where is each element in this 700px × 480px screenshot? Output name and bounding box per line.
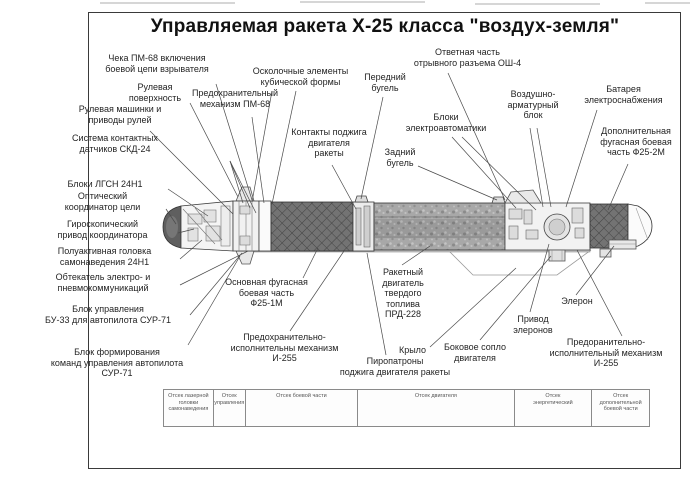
leader-line	[189, 102, 239, 198]
leader-line	[479, 255, 552, 341]
leader-line	[251, 90, 273, 203]
leader-line	[165, 208, 177, 225]
leader-line	[331, 164, 357, 210]
front-lug	[354, 195, 369, 203]
leader-line	[536, 127, 552, 208]
leader-line	[429, 267, 517, 348]
leader-line	[607, 163, 629, 211]
wing-outline	[447, 249, 592, 276]
elevon	[608, 239, 637, 250]
callout-blok-upravleniya-bu33: Блок управления БУ-33 для автопилота СУР…	[45, 304, 171, 325]
callout-peredniy-bugel: Передний бугель	[364, 72, 406, 93]
leader-line	[366, 252, 387, 356]
callout-pim-i255-left: Предохранительно- исполнительны механизм…	[230, 332, 339, 364]
figure-border	[88, 12, 681, 469]
leader-line	[461, 136, 537, 211]
callout-eleron: Элерон	[561, 296, 593, 306]
leader-line	[271, 90, 297, 205]
callout-krylo: Крыло	[398, 345, 427, 355]
diagram-title: Управляемая ракета Х-25 класса "воздух-з…	[150, 16, 620, 37]
callout-pim-i255-right: Предоранительно- исполнительный механизм…	[549, 337, 663, 369]
callout-osnovnaya-bch-f25-1m: Основная фугасная боевая часть Ф25-1М	[225, 277, 308, 309]
callout-prd-228: Ракетный двигатель твердого топлива ПРД-…	[382, 267, 424, 320]
compartment-cell-1: Отсек лазерной головки самонаведения	[164, 390, 214, 426]
leader-line	[289, 250, 345, 332]
leader-line	[189, 252, 243, 316]
callout-piropatrony: Пиропатроны поджига двигателя ракеты	[339, 356, 451, 377]
callout-oskolochnye-elementy: Осколочные элементы кубической формы	[252, 66, 349, 87]
leader-line	[576, 249, 623, 337]
leader-line	[179, 239, 203, 260]
leader-line	[529, 243, 550, 313]
leader-line	[529, 127, 544, 208]
leader-line	[179, 250, 249, 286]
leader-lines	[149, 72, 629, 356]
callout-rulevaya-poverkhnost: Рулевая поверхность	[128, 82, 182, 103]
callout-golovka-samonavedeniya-24n1: Полуактивная головка самонаведения 24Н1	[57, 246, 152, 267]
leader-line	[251, 116, 265, 204]
leader-line	[360, 96, 384, 200]
missile-drawing	[162, 186, 653, 276]
compartment-cell-3: Отсек боевой части	[246, 390, 359, 426]
callout-bloki-lgsn-24n1: Блоки ЛГСН 24Н1	[67, 179, 143, 189]
callout-privod-eleronov: Привод элеронов	[513, 314, 553, 335]
callout-batareya-elektrosnabzheniya: Батарея электроснабжения	[584, 84, 663, 105]
leader-line	[229, 160, 251, 209]
compartment-cell-2: Отсек управления	[214, 390, 246, 426]
leader-line	[565, 109, 598, 208]
callout-zadniy-bugel: Задний бугель	[384, 147, 416, 168]
callout-rulevye-mashinki: Рулевая машинки и приводы рулей	[78, 104, 162, 125]
leader-line	[447, 72, 506, 201]
leader-line	[451, 136, 517, 209]
leader-line	[187, 255, 241, 346]
leader-line	[229, 160, 257, 214]
rear-lug	[491, 196, 506, 204]
callout-kontakty-podzhiga: Контакты поджига двигателя ракеты	[291, 127, 367, 159]
leader-line	[302, 247, 319, 279]
callout-cheka-pm68: Чека ПМ-68 включения боевой цепи взрыват…	[105, 53, 209, 74]
warhead-section	[270, 201, 354, 252]
compartment-cell-5: Отсек энергетический	[515, 390, 593, 426]
callout-otvetnaya-chast-osh4: Ответная часть отрывного разъема ОШ-4	[413, 47, 522, 68]
tail-cone	[627, 203, 653, 249]
leader-line	[417, 165, 498, 201]
leader-line	[167, 188, 209, 217]
compartment-cell-4: Отсек двигателя	[358, 390, 515, 426]
callout-obtekatel-kommunikatsiy: Обтекатель электро- и пневмокоммуникаций	[55, 272, 151, 293]
leader-line	[177, 228, 195, 234]
callout-bloki-elektroavtomatiki: Блоки электроавтоматики	[405, 112, 487, 133]
callout-bokovoe-soplo: Боковое сопло двигателя	[444, 342, 506, 363]
callout-blok-formirovaniya-sur71: Блок формирования команд управления авто…	[50, 347, 184, 379]
callout-skd-24: Система контактных датчиков СКД-24	[72, 133, 158, 154]
motor-section	[373, 202, 506, 251]
leader-line	[215, 83, 253, 201]
scan-artifacts	[100, 1, 690, 5]
leader-line	[149, 130, 234, 215]
leader-line	[575, 245, 615, 296]
callout-vozdushno-armaturny-blok: Воздушно- арматурный блок	[507, 89, 559, 121]
callout-predokhranitelny-mekhanizm-pm68: Предохранительный механизм ПМ-68	[191, 88, 279, 109]
compartment-cell-6: Отсек дополнительной боевой части	[599, 393, 642, 413]
callout-opticheskiy-koordinator: Оптический координатор цели	[64, 191, 141, 212]
callout-giroskopicheskiy-privod: Гироскопический привод координатора	[57, 219, 148, 240]
bottom-nozzle	[548, 249, 566, 262]
callout-dopolnitelnaya-bch-f25-2m: Дополнительная фугасная боевая часть Ф25…	[600, 126, 672, 158]
leader-line	[229, 160, 244, 204]
leader-line	[401, 245, 431, 266]
